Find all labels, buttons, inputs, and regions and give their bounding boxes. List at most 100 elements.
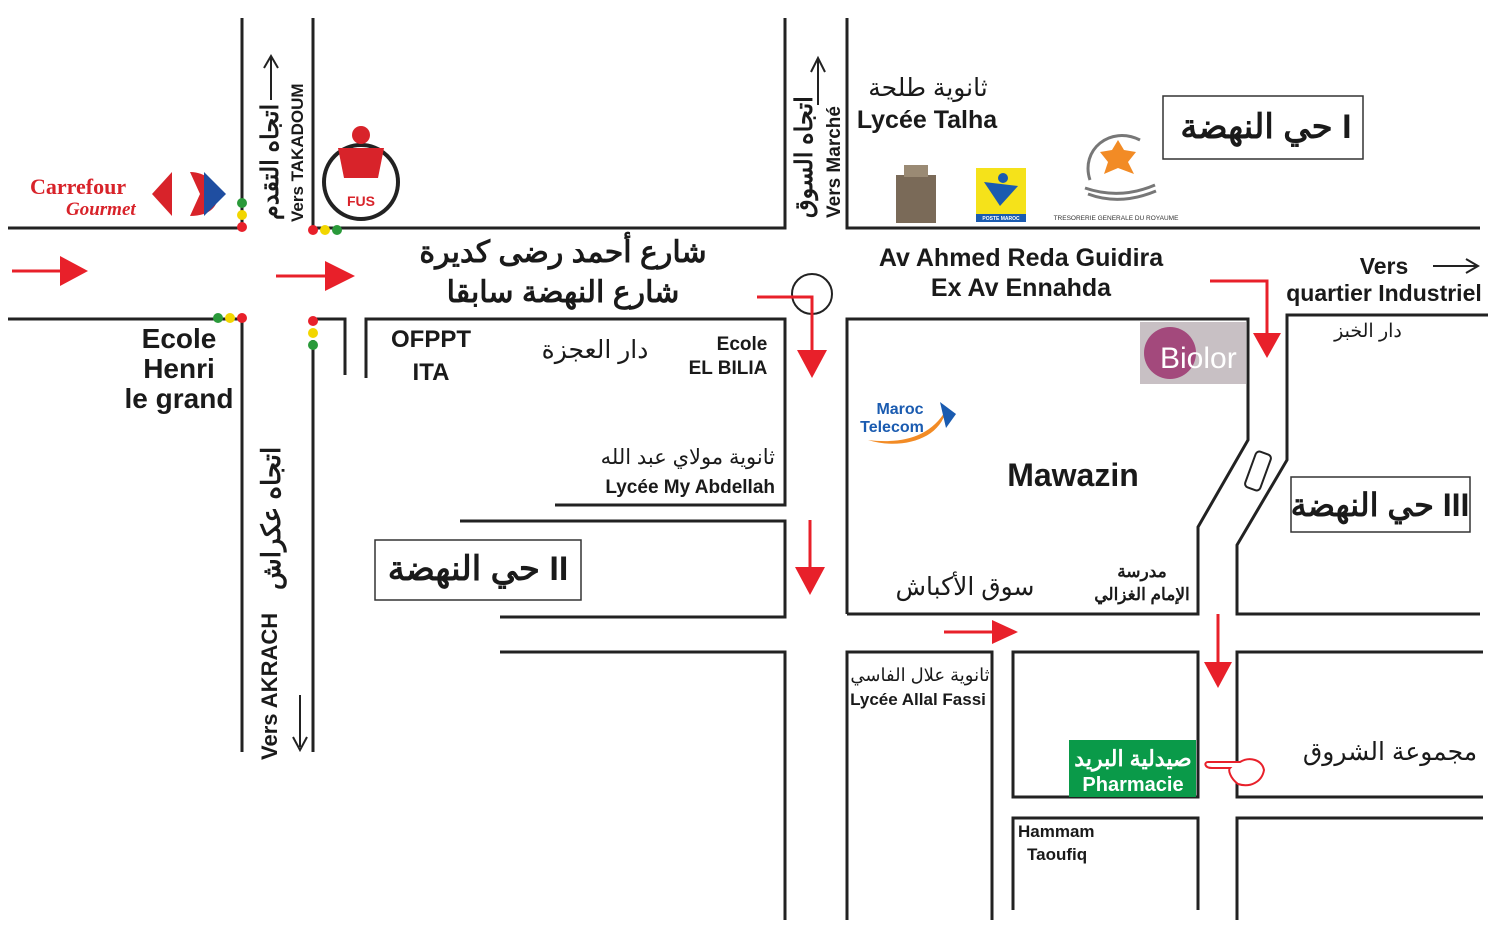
map-shape	[237, 222, 247, 232]
pharmacy-sign: صيدلية البريد Pharmacie	[1069, 740, 1196, 797]
map-label: Ecole	[717, 334, 768, 355]
map-label: le grand	[125, 383, 234, 414]
traffic-light-icon	[308, 316, 318, 350]
traffic-lights	[213, 198, 342, 350]
arrow-down-icon	[795, 520, 825, 595]
map-shape	[1069, 740, 1196, 797]
map-label: EL BILIA	[689, 358, 768, 379]
map-shape	[1290, 476, 1471, 533]
map-shape	[60, 256, 88, 286]
arrow-right-icon	[944, 620, 1018, 644]
map-label: اتجاه عكراش	[256, 447, 287, 590]
map-shape	[904, 165, 928, 177]
map-shape	[1244, 450, 1272, 492]
fus-logo: FUS	[322, 126, 400, 221]
map-label: FUS	[347, 193, 375, 209]
map-shape	[313, 317, 347, 375]
map-label: Pharmacie	[1082, 774, 1183, 796]
map-shape	[352, 126, 370, 144]
map-label: Maroc	[876, 401, 923, 418]
poste-maroc-logo: POSTE MAROC	[976, 168, 1026, 222]
map-shape	[845, 650, 994, 920]
map-label: Lycée My Abdellah	[605, 477, 775, 498]
map-shape	[338, 148, 384, 178]
map-label: ثانوية علال الفاسي	[850, 665, 989, 686]
street-name-fr: Ex Av Ennahda	[931, 274, 1112, 302]
tresorerie-logo: TRESORERIE GENERALE DU ROYAUME	[1054, 134, 1179, 222]
map-label: ثانوية مولاي عبد الله	[601, 446, 776, 470]
map-label: الإمام الغزالي	[1094, 585, 1190, 605]
map-label: Biolor	[1160, 342, 1237, 375]
map-shape	[984, 182, 1018, 206]
map-shape	[332, 225, 342, 235]
arrow-down-icon	[757, 295, 827, 378]
traffic-light-icon	[308, 225, 342, 235]
map-shape	[374, 539, 582, 601]
arrow-right-icon	[276, 261, 355, 291]
arrow-right-icon	[1433, 258, 1480, 274]
map-shape	[1204, 758, 1266, 787]
map-label: اتجاه السوق	[791, 96, 819, 218]
map-label: Hammam	[1018, 822, 1095, 841]
black-arrows	[263, 54, 1480, 753]
map-label: صيدلية البريد	[1074, 746, 1191, 772]
map-label: مجموعة الشروق	[1303, 738, 1477, 767]
map-shape	[308, 328, 318, 338]
map-shape	[320, 225, 330, 235]
map-label: مدرسة	[1117, 562, 1167, 582]
arrow-down-icon	[1210, 279, 1281, 358]
street-labels: شارع أحمد رضى كديرة شارع النهضة سابقا Av…	[256, 83, 1482, 760]
map-shape	[237, 313, 247, 323]
map-label: Henri	[143, 353, 215, 384]
road-network	[8, 18, 1488, 920]
map-label: Lycée Allal Fassi	[850, 690, 986, 709]
map-shape	[845, 18, 1480, 230]
map-label: Carrefour	[30, 174, 126, 199]
map-label: Telecom	[860, 419, 924, 436]
arrow-up-icon	[810, 55, 826, 105]
maroc-telecom-logo: Maroc Telecom	[860, 401, 956, 444]
map-shape	[795, 567, 825, 595]
map-shape	[1235, 650, 1483, 799]
place-labels: ثانوية طلحة Lycée Talha حي النهضة I حي ا…	[125, 74, 1478, 864]
map-shape	[797, 350, 827, 378]
map-shape	[500, 650, 787, 920]
map-shape	[213, 313, 223, 323]
district-nahda-2: حي النهضة II	[388, 550, 569, 589]
map-label: دار الخبز	[1333, 321, 1402, 342]
map-label: Vers TAKADOUM	[288, 83, 307, 222]
map-shape	[1235, 816, 1483, 920]
map-label: Mawazin	[1007, 457, 1139, 493]
map-shape	[1162, 95, 1364, 160]
map-shape	[364, 317, 787, 507]
map-label: Taoufiq	[1027, 845, 1087, 864]
map-shape	[757, 295, 814, 360]
map-label: quartier Industriel	[1286, 280, 1482, 306]
map-shape	[1011, 650, 1200, 799]
traffic-light-icon	[213, 313, 247, 323]
map-shape	[868, 410, 946, 444]
pointing-hand-icon	[1204, 758, 1266, 787]
arrow-right-icon	[12, 256, 88, 286]
map-label: ITA	[413, 359, 450, 386]
carrefour-logo: Carrefour Gourmet	[30, 172, 226, 220]
map-shape	[308, 340, 318, 350]
mosque-minaret-image	[896, 165, 936, 223]
map-shape	[1084, 134, 1157, 201]
map-label: دار العجزة	[542, 336, 649, 365]
map-shape	[1011, 816, 1200, 910]
district-nahda-3: حي النهضة III	[1291, 487, 1470, 525]
map-shape	[1210, 279, 1269, 340]
map-label: Vers	[1360, 253, 1409, 279]
map-shape	[992, 620, 1018, 644]
arrow-down-icon	[292, 695, 308, 753]
map-label: Gourmet	[66, 199, 136, 220]
arrow-down-icon	[1204, 614, 1232, 688]
map-shape	[1235, 313, 1488, 616]
map-label: Vers AKRACH	[257, 613, 282, 760]
traffic-light-icon	[237, 198, 247, 232]
map-shape	[976, 214, 1026, 222]
map-shape	[308, 316, 318, 326]
map-shape	[998, 173, 1008, 183]
